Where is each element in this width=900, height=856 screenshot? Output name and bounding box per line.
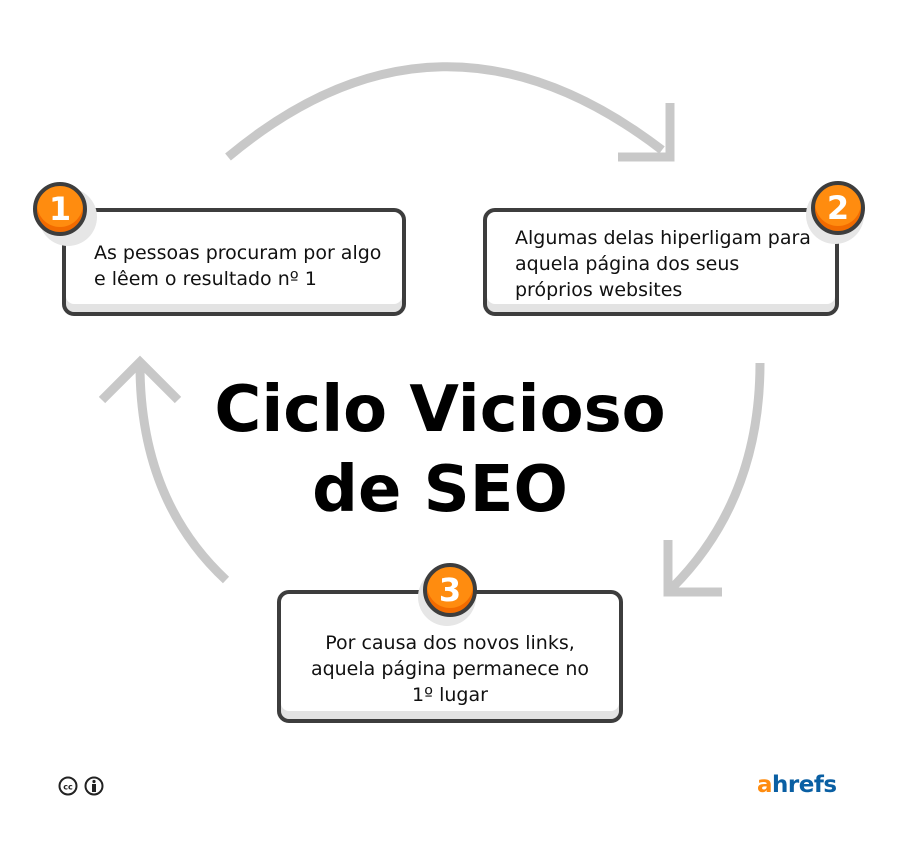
arrow-1-to-2 bbox=[225, 62, 665, 161]
step-1-box: As pessoas procuram por algo e lêem o re… bbox=[62, 208, 406, 316]
step-3-badge: 3 bbox=[423, 563, 477, 617]
step-2-text: Algumas delas hiperligam para aquela pág… bbox=[515, 227, 811, 301]
title-line-1: Ciclo Vicioso bbox=[214, 373, 666, 447]
attribution-icon bbox=[84, 776, 104, 796]
ahrefs-logo: ahrefs bbox=[757, 772, 837, 798]
arrow-3-to-1 bbox=[135, 364, 230, 584]
arrowhead-2 bbox=[618, 103, 675, 162]
step-1-badge: 1 bbox=[33, 182, 87, 236]
svg-text:cc: cc bbox=[63, 783, 73, 792]
arrowhead-3 bbox=[663, 540, 722, 597]
step-3-box: Por causa dos novos links, aquela página… bbox=[277, 590, 623, 723]
step-2-box: Algumas delas hiperligam para aquela pág… bbox=[483, 208, 839, 316]
step-1-text: As pessoas procuram por algo e lêem o re… bbox=[94, 242, 382, 290]
cc-icon: cc bbox=[58, 776, 78, 796]
step-3-text: Por causa dos novos links, aquela página… bbox=[310, 632, 590, 706]
title-line-2: de SEO bbox=[312, 453, 568, 527]
step-2-badge: 2 bbox=[811, 181, 865, 235]
arrow-2-to-3 bbox=[668, 362, 765, 592]
license-icons: cc bbox=[58, 776, 104, 796]
diagram-title: Ciclo Vicioso de SEO bbox=[140, 370, 740, 530]
arrowhead-1 bbox=[98, 355, 182, 404]
